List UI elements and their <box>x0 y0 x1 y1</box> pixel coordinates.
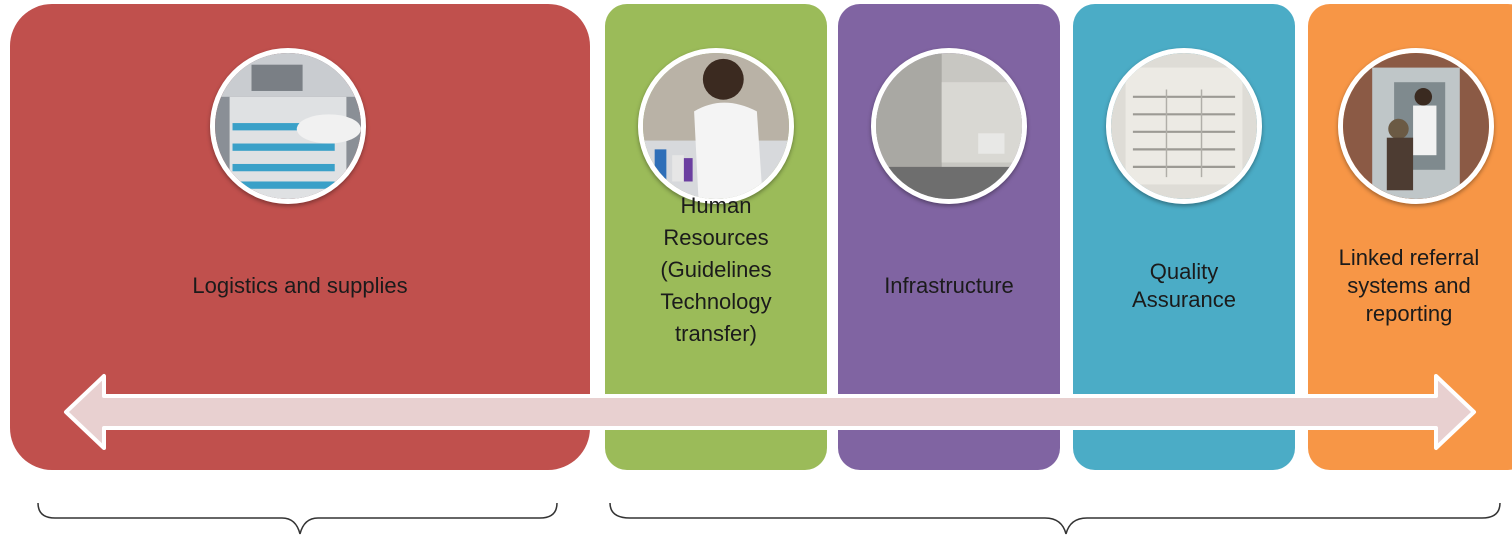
brace-right-icon <box>609 502 1501 535</box>
label-logistics: Logistics and supplies <box>192 273 408 298</box>
panel-human-resources: Human Resources (Guidelines Technology t… <box>605 4 827 470</box>
clinic-entrance-photo <box>1338 48 1494 204</box>
lab-technician-photo <box>638 48 794 204</box>
label-quality-assurance: Quality Assurance <box>1132 259 1236 312</box>
label-infrastructure: Infrastructure <box>884 273 1014 298</box>
label-linked-referral: Linked referral systems and reporting <box>1338 245 1480 326</box>
panel-logistics: Logistics and supplies <box>10 4 590 470</box>
panel-linked-referral: Linked referral systems and reporting <box>1308 4 1512 470</box>
panel-quality-assurance: Quality Assurance <box>1073 4 1295 470</box>
lab-analyzer-machine-photo <box>210 48 366 204</box>
label-human-resources: Human Resources (Guidelines Technology t… <box>660 193 772 346</box>
panel-infrastructure: Infrastructure <box>838 4 1060 470</box>
brace-left-icon <box>37 502 558 535</box>
qa-chart-photo <box>1106 48 1262 204</box>
biosafety-cabinet-photo <box>871 48 1027 204</box>
